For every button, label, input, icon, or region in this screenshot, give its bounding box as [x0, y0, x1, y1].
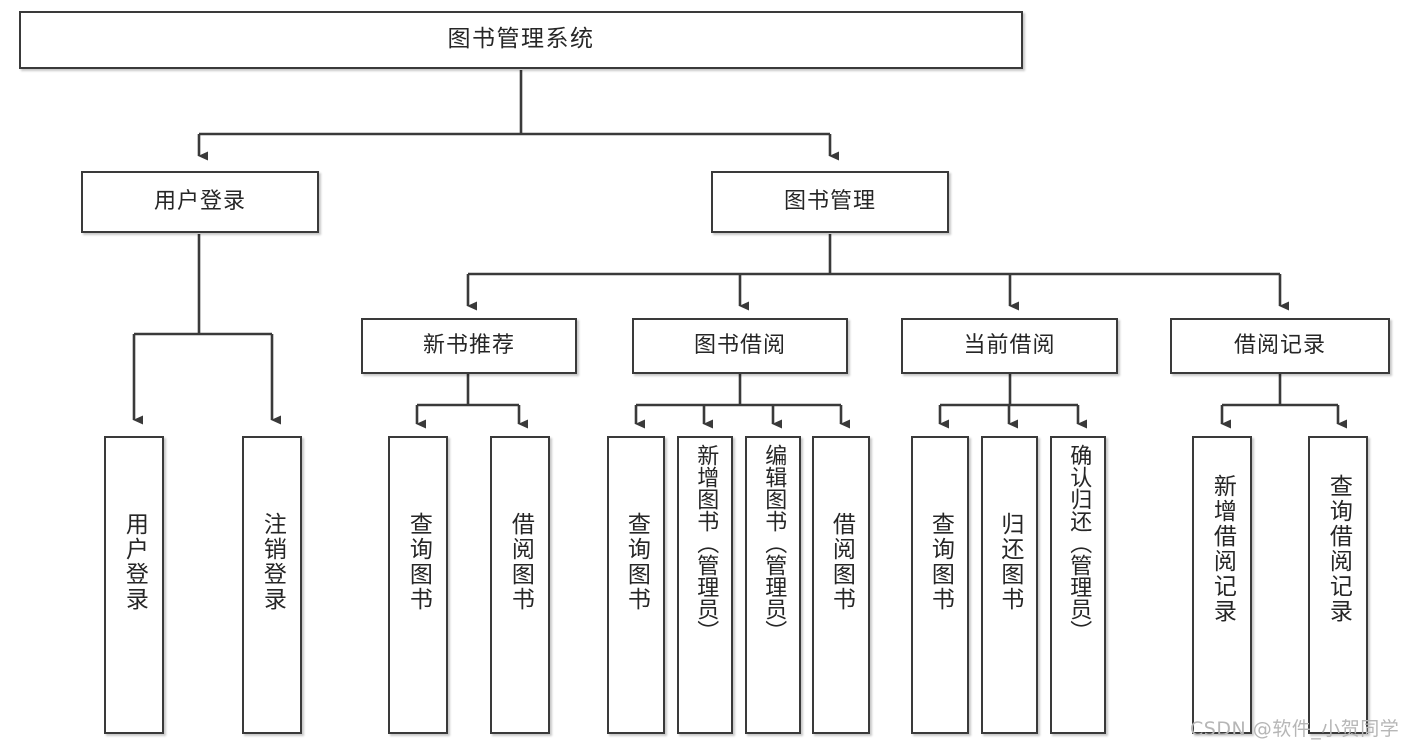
node-label: 用户登录: [153, 188, 246, 214]
node-label: 新增图书（管理员）: [693, 444, 719, 642]
leaf-borrow-book-2[interactable]: 借阅图书: [812, 436, 870, 734]
leaf-borrow-book-1[interactable]: 借阅图书: [490, 436, 550, 734]
leaf-user-login[interactable]: 用户登录: [104, 436, 164, 734]
leaf-add-book[interactable]: 新增图书（管理员）: [677, 436, 733, 734]
leaf-query-book-1[interactable]: 查询图书: [388, 436, 448, 734]
node-label: 借阅图书: [828, 512, 855, 612]
node-label: 新增借阅记录: [1209, 474, 1236, 624]
node-label: 当前借阅: [963, 332, 1056, 358]
leaf-query-borrow-record[interactable]: 查询借阅记录: [1308, 436, 1368, 734]
node-label: 图书借阅: [693, 332, 786, 358]
node-label: 图书管理: [783, 188, 876, 214]
node-user-login[interactable]: 用户登录: [81, 171, 319, 233]
node-borrow-record[interactable]: 借阅记录: [1170, 318, 1390, 374]
csdn-watermark: CSDN @软件_小贺同学: [1190, 718, 1400, 740]
node-label: 用户登录: [121, 512, 148, 612]
node-label: 查询图书: [927, 512, 954, 612]
node-new-book-recommend[interactable]: 新书推荐: [361, 318, 577, 374]
node-book-borrow[interactable]: 图书借阅: [632, 318, 848, 374]
leaf-add-borrow-record[interactable]: 新增借阅记录: [1192, 436, 1252, 734]
node-label: 查询图书: [623, 512, 650, 612]
node-book-manage[interactable]: 图书管理: [711, 171, 949, 233]
node-label: 查询借阅记录: [1325, 474, 1352, 624]
leaf-query-book-3[interactable]: 查询图书: [911, 436, 969, 734]
node-label: 注销登录: [259, 512, 286, 612]
leaf-logout-login[interactable]: 注销登录: [242, 436, 302, 734]
node-label: 编辑图书（管理员）: [761, 444, 787, 642]
leaf-return-book[interactable]: 归还图书: [981, 436, 1038, 734]
node-label: 确认归还（管理员）: [1066, 444, 1092, 642]
node-label: 图书管理系统: [447, 26, 595, 53]
node-label: 查询图书: [405, 512, 432, 612]
node-label: 新书推荐: [422, 332, 515, 358]
node-label: 借阅记录: [1233, 332, 1326, 358]
leaf-query-book-2[interactable]: 查询图书: [607, 436, 665, 734]
node-label: 借阅图书: [507, 512, 534, 612]
node-current-borrow[interactable]: 当前借阅: [901, 318, 1118, 374]
node-root-system[interactable]: 图书管理系统: [19, 11, 1023, 69]
leaf-confirm-return[interactable]: 确认归还（管理员）: [1050, 436, 1106, 734]
node-label: 归还图书: [996, 512, 1023, 612]
leaf-edit-book[interactable]: 编辑图书（管理员）: [745, 436, 801, 734]
